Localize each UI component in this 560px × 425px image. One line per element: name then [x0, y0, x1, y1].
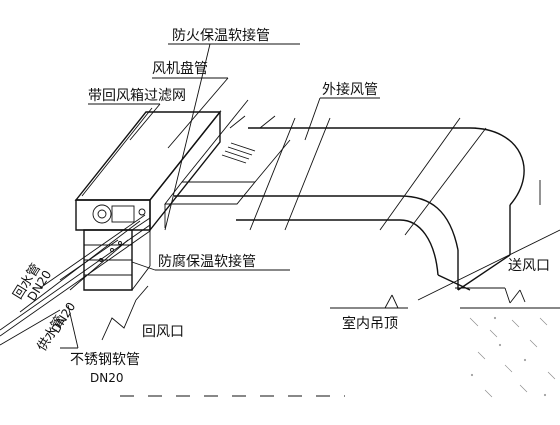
label-ceiling: 室内吊顶 [342, 315, 398, 332]
outer-duct-shape [174, 117, 525, 291]
label-return-box-filter: 带回风箱过滤网 [88, 88, 186, 104]
label-supply-outlet: 送风口 [508, 258, 550, 274]
label-stainless-hose: 不锈钢软管 [70, 352, 140, 368]
fan-coil-unit [74, 107, 222, 291]
fire-flex-joint-shape [164, 99, 291, 228]
label-fan-coil: 风机盘管 [152, 60, 208, 77]
leader-lines [60, 43, 408, 349]
label-stainless-hose-size: DN20 [90, 371, 124, 385]
supply-outlet-shape [417, 180, 560, 304]
water-pipes [0, 214, 151, 346]
return-outlet-shape [101, 285, 149, 341]
label-return-outlet: 回风口 [142, 324, 184, 340]
label-fire-flex-joint: 防火保温软接管 [172, 27, 270, 44]
ceiling-hatch [460, 307, 560, 398]
label-anticorrosion-flex-joint: 防腐保温软接管 [158, 253, 256, 270]
fan-icon [92, 204, 146, 224]
label-outer-duct: 外接风管 [322, 81, 378, 98]
